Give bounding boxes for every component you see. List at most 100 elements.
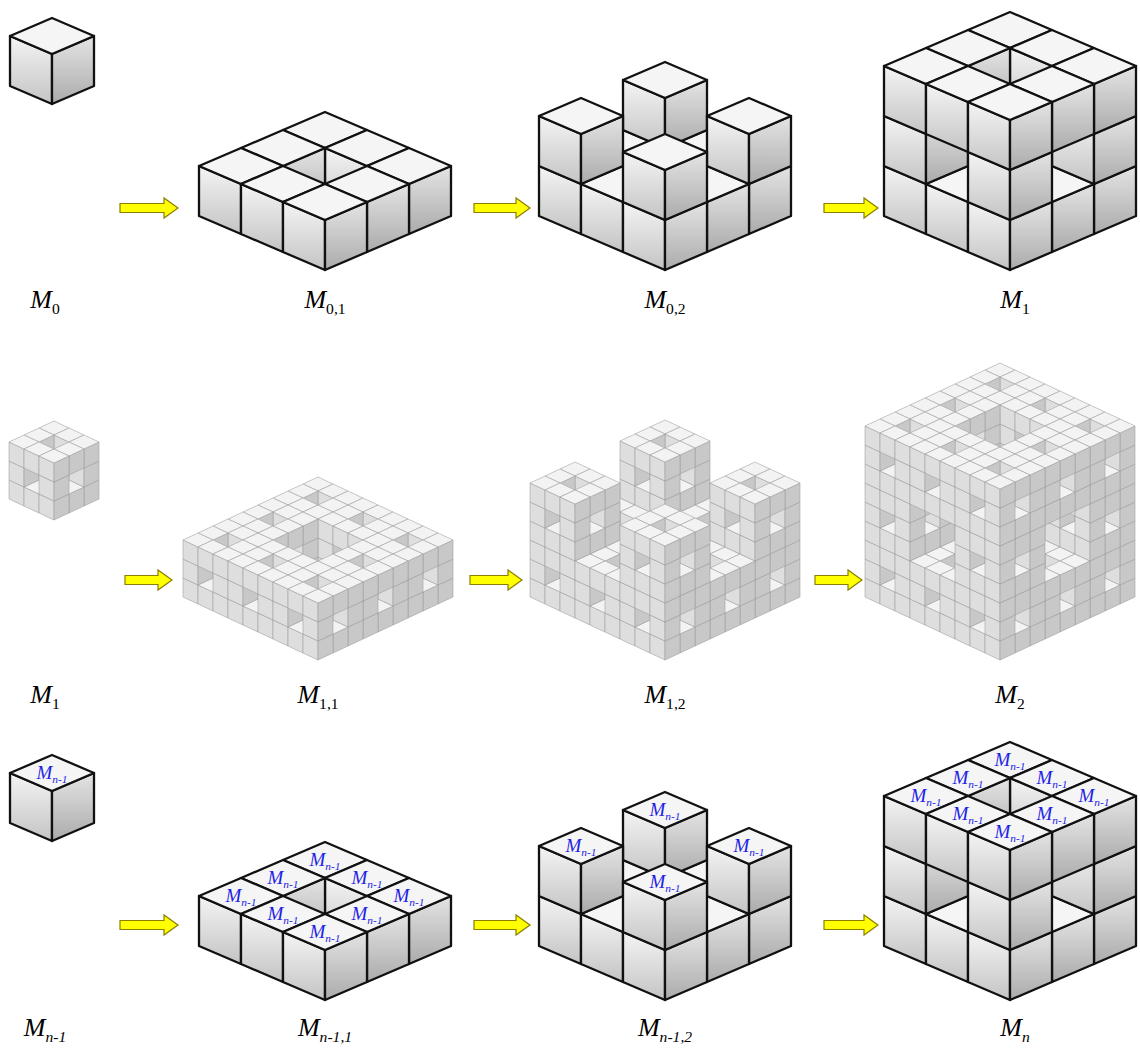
cube-label: Mn-1 xyxy=(267,903,298,925)
figure-label: Mn-1,2 xyxy=(638,1013,692,1043)
cube-face xyxy=(623,62,707,98)
cube-face xyxy=(707,828,791,864)
cube-label: Mn-1 xyxy=(351,903,382,925)
cube-figure xyxy=(199,842,451,1000)
cube-figure xyxy=(865,363,1135,660)
cube-face xyxy=(283,184,367,220)
cube-face xyxy=(560,490,590,504)
cube-label: Mn-1 xyxy=(994,749,1025,771)
block-arrow xyxy=(120,915,178,935)
block-arrow xyxy=(474,915,530,935)
figure-label: M0 xyxy=(30,285,59,315)
figure-label: M1 xyxy=(30,680,59,710)
cube-face xyxy=(650,448,680,462)
cube-face xyxy=(968,84,1052,120)
figure-label: M2 xyxy=(995,680,1024,710)
block-arrow xyxy=(120,198,178,218)
cube-label: Mn-1 xyxy=(565,835,596,857)
cube-figure xyxy=(884,742,1136,1000)
labelled-cube: Mn-1 xyxy=(730,833,768,859)
cube-face xyxy=(539,828,623,864)
figure-stage: M0 xyxy=(4,5,120,318)
figure-stage: M0,1 xyxy=(178,5,474,318)
block-arrow xyxy=(815,570,862,590)
figure-label: M1,1 xyxy=(297,680,338,710)
figure-label: M1 xyxy=(1000,285,1029,315)
cube-face xyxy=(303,589,333,603)
cube-label: Mn-1 xyxy=(309,921,340,943)
labelled-cube: Mn-1 xyxy=(949,765,987,791)
cube-label: Mn-1 xyxy=(649,871,680,893)
cube-face xyxy=(707,98,791,134)
cube-label: Mn-1 xyxy=(994,821,1025,843)
labelled-cube: Mn-1 xyxy=(907,783,945,809)
labelled-cube: Mn-1 xyxy=(1033,765,1071,791)
labelled-cube: Mn-1 xyxy=(306,919,344,945)
labelled-cube: Mn-1 xyxy=(646,869,684,895)
cube-figure xyxy=(199,112,451,270)
labelled-cube: Mn-1 xyxy=(264,865,302,891)
figure-label: M0,2 xyxy=(644,285,685,315)
cube-label: Mn-1 xyxy=(267,867,298,889)
figure-stage: M0,2 xyxy=(530,5,824,318)
labelled-cube: Mn-1 xyxy=(306,847,344,873)
figure-label: M0,1 xyxy=(304,285,345,315)
block-arrow xyxy=(470,570,522,590)
labelled-cube: Mn-1 xyxy=(348,901,386,927)
cube-label: Mn-1 xyxy=(910,785,941,807)
figure-label: M1,2 xyxy=(644,680,685,710)
cube-face xyxy=(539,98,623,134)
cube-face xyxy=(650,532,680,546)
cube-label: Mn-1 xyxy=(649,799,680,821)
cube-face xyxy=(39,449,69,463)
block-arrow xyxy=(824,198,878,218)
cube-face xyxy=(623,792,707,828)
labelled-cube: Mn-1 xyxy=(949,801,987,827)
figure-stage: MnMn-1Mn-1Mn-1Mn-1Mn-1Mn-1Mn-1Mn-1 xyxy=(878,728,1136,1046)
figure-stage: Mn-1,1Mn-1Mn-1Mn-1Mn-1Mn-1Mn-1Mn-1Mn-1 xyxy=(178,728,474,1046)
cube-figure xyxy=(9,421,99,520)
labelled-cube: Mn-1 xyxy=(1033,801,1071,827)
labelled-cube: Mn-1 xyxy=(991,747,1029,773)
cube-figure xyxy=(530,420,800,660)
labelled-cube: Mn-1 xyxy=(264,901,302,927)
cube-face xyxy=(985,475,1015,489)
cube-figure xyxy=(183,477,453,660)
cube-face xyxy=(623,134,707,170)
labelled-cube: Mn-1 xyxy=(390,883,428,909)
block-arrow xyxy=(824,915,878,935)
cube-label: Mn-1 xyxy=(225,885,256,907)
figure-stage: M1,1 xyxy=(172,355,470,712)
cube-figure xyxy=(539,62,791,270)
cube-label: Mn-1 xyxy=(1078,785,1109,807)
cube-label: Mn-1 xyxy=(36,762,67,784)
figure-label: Mn-1 xyxy=(24,1013,66,1043)
cube-figure xyxy=(884,12,1136,270)
figure-stage: Mn-1Mn-1 xyxy=(4,728,120,1046)
labelled-cube: Mn-1 xyxy=(348,865,386,891)
cube-label: Mn-1 xyxy=(1036,803,1067,825)
cube-label: Mn-1 xyxy=(393,885,424,907)
labelled-cube: Mn-1 xyxy=(562,833,600,859)
figure-label: Mn xyxy=(1000,1013,1029,1043)
figure-stage: M1,2 xyxy=(522,355,815,712)
figure-stage: M1 xyxy=(878,5,1136,318)
figure-stage: Mn-1,2Mn-1Mn-1Mn-1Mn-1 xyxy=(530,728,824,1046)
cube-figure xyxy=(539,792,791,1000)
cube-face xyxy=(10,18,94,54)
cube-label: Mn-1 xyxy=(309,849,340,871)
cube-face xyxy=(10,755,94,791)
block-arrow xyxy=(125,570,172,590)
cube-label: Mn-1 xyxy=(952,803,983,825)
figure-label: Mn-1,1 xyxy=(298,1013,352,1043)
cube-figure xyxy=(10,755,94,841)
cube-figure xyxy=(10,18,94,104)
labelled-cube: Mn-1 xyxy=(222,883,260,909)
labelled-cube: Mn-1 xyxy=(33,760,71,786)
labelled-cube: Mn-1 xyxy=(646,797,684,823)
cube-label: Mn-1 xyxy=(952,767,983,789)
